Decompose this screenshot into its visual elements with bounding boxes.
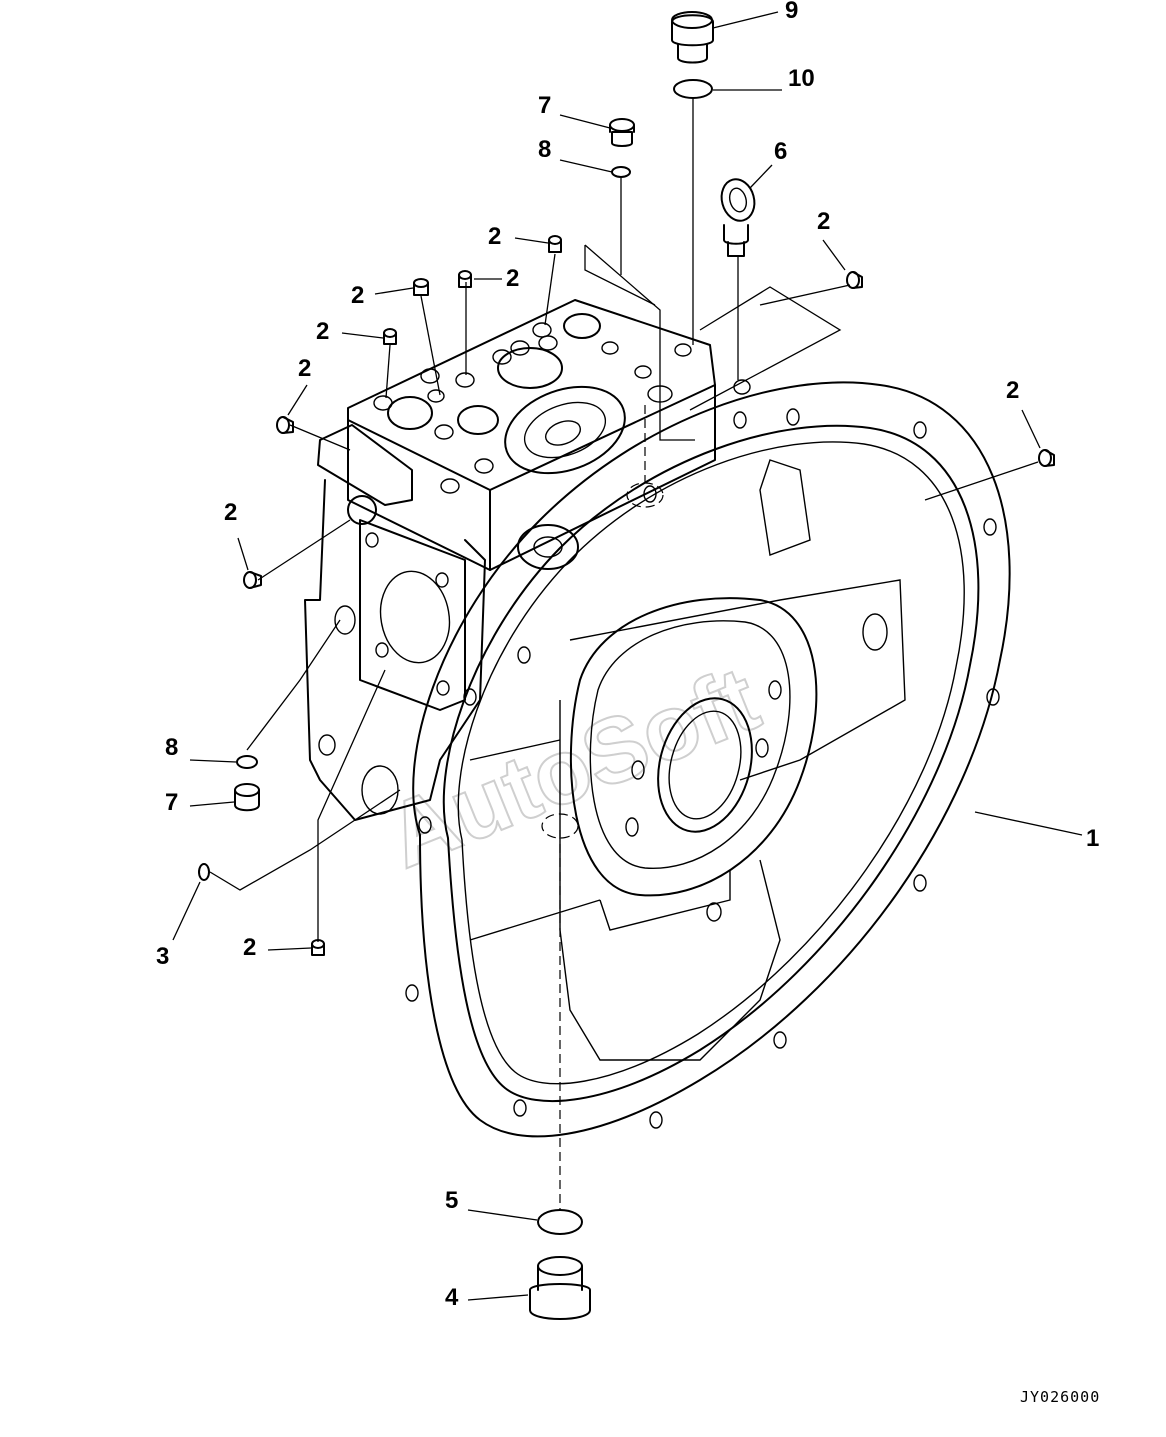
- callout-1: 1: [1086, 825, 1099, 852]
- plug-7-left: [234, 783, 260, 812]
- callout-2-b: 2: [506, 265, 519, 292]
- eyebolt-6: [720, 178, 756, 257]
- callout-10: 10: [788, 65, 815, 92]
- plug-7-top: [609, 118, 635, 147]
- hidden-lines: [541, 405, 664, 1210]
- callout-2-left-mid: 2: [224, 499, 237, 526]
- o-ring-8-top: [611, 166, 631, 178]
- callout-2-a: 2: [488, 223, 501, 250]
- leader-lines: [172, 11, 1083, 1301]
- callout-4: 4: [445, 1284, 459, 1311]
- drain-plug-4: [529, 1256, 591, 1320]
- plug-2-set: [243, 235, 1055, 956]
- callout-3: 3: [156, 943, 169, 970]
- pump-block: [304, 299, 751, 821]
- plug-9: [671, 11, 714, 64]
- callout-8-top: 8: [538, 136, 551, 163]
- callout-7-top: 7: [538, 92, 551, 119]
- callout-2-right: 2: [1006, 377, 1019, 404]
- callout-6: 6: [774, 138, 787, 165]
- drawing-code: JY026000: [1020, 1388, 1100, 1406]
- callout-2-right-top: 2: [817, 208, 830, 235]
- o-ring-3: [198, 863, 210, 881]
- callout-8-left: 8: [165, 734, 178, 761]
- housing-flange: [405, 381, 1011, 1138]
- callout-2-d: 2: [316, 318, 329, 345]
- o-ring-8-left: [236, 755, 258, 769]
- callout-5: 5: [445, 1187, 458, 1214]
- callout-2-c: 2: [351, 282, 364, 309]
- callout-9: 9: [785, 0, 798, 24]
- callout-2-bottom: 2: [243, 934, 256, 961]
- callout-labels: 9 10 7 8 6 2 2 2 2 2 2 2 2 8 7 3 2 1 5 4: [156, 0, 1099, 1311]
- o-ring-10: [673, 79, 713, 99]
- callout-2-e: 2: [298, 355, 311, 382]
- o-ring-5: [537, 1209, 583, 1235]
- callout-7-left: 7: [165, 789, 178, 816]
